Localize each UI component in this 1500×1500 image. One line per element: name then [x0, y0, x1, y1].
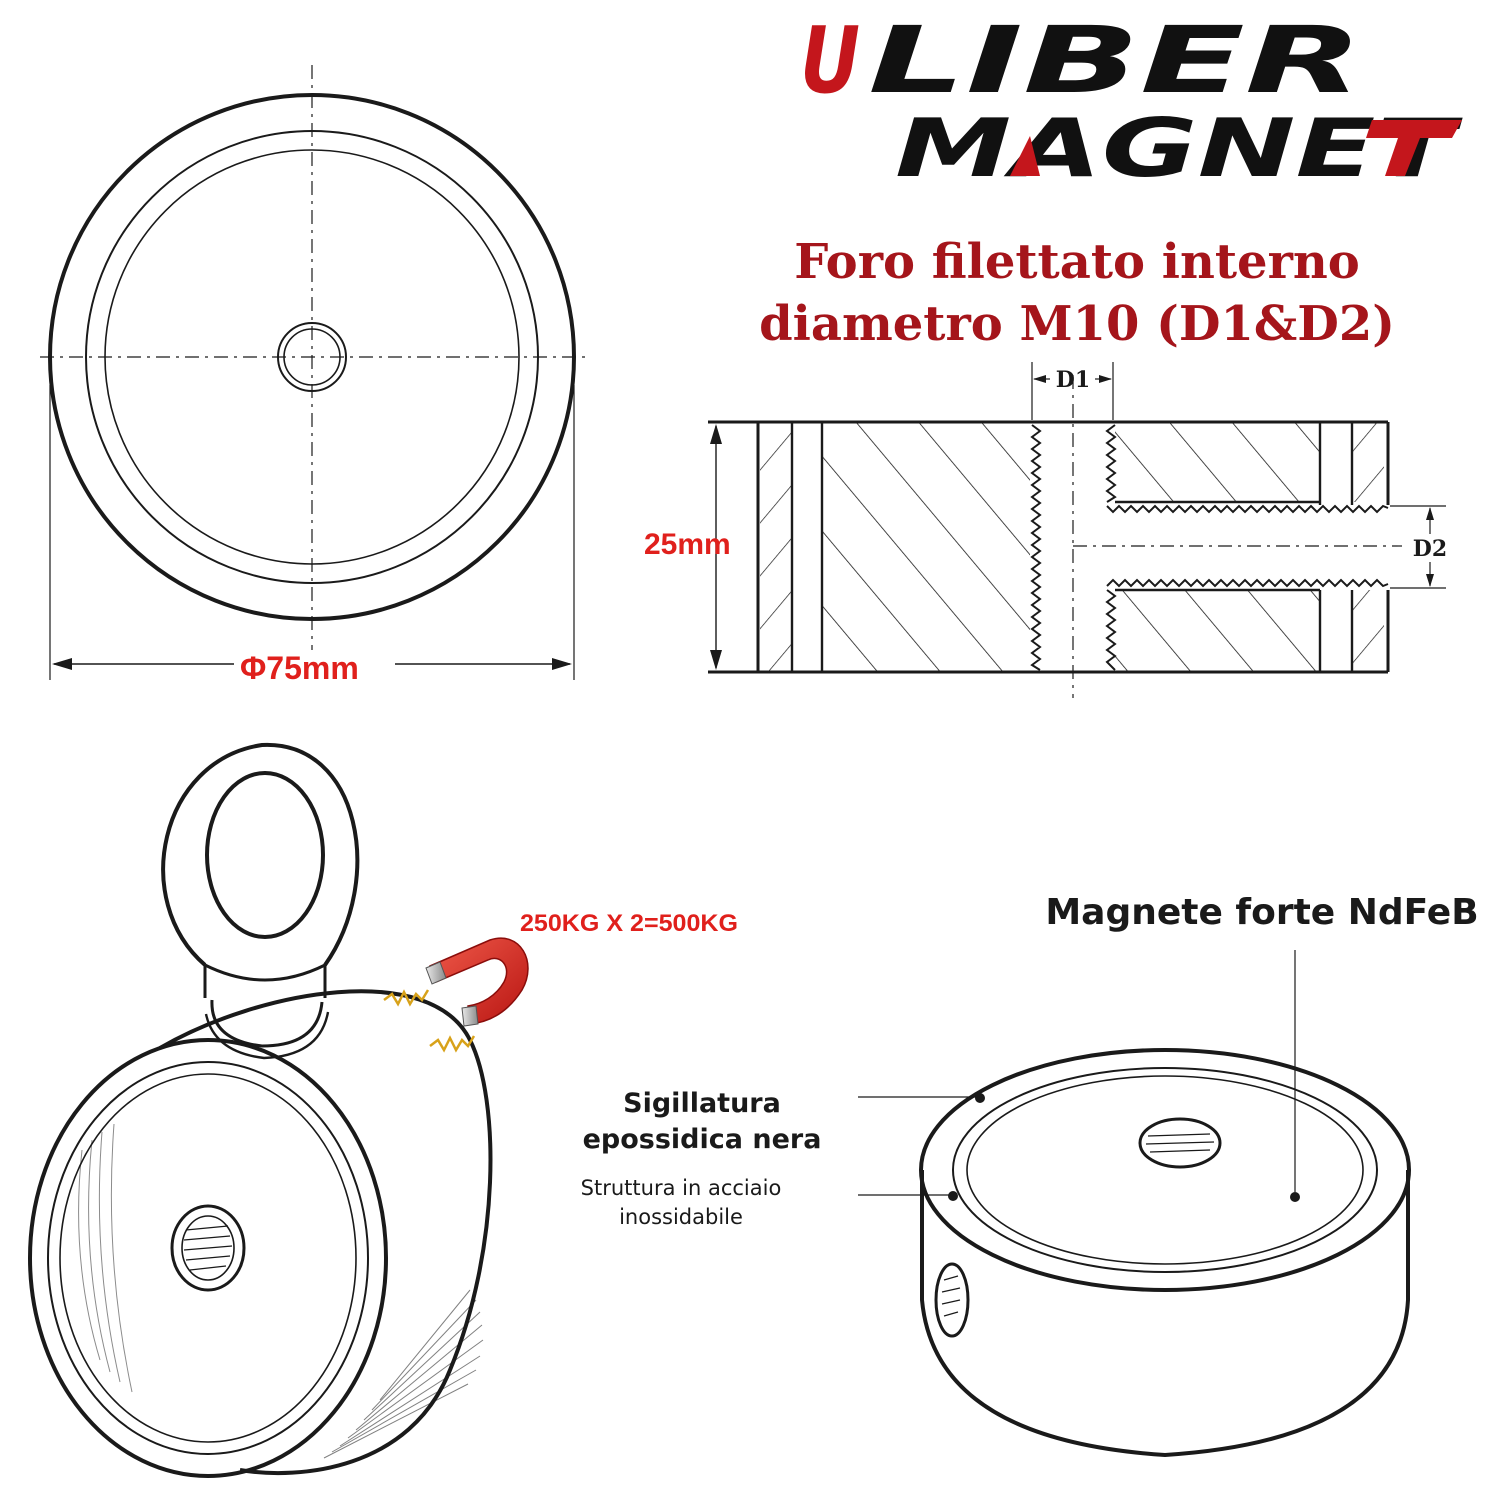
- eyebolt-collar-base: [204, 1011, 330, 1060]
- outer-shell-left: [760, 422, 792, 672]
- magnet-body-left: [822, 422, 1030, 672]
- magnetic-spark-top: [383, 989, 430, 1007]
- thread-d1-right-top: [1105, 424, 1117, 503]
- d1-label: D1: [1056, 367, 1090, 393]
- magnetic-spark-bottom: [429, 1035, 476, 1053]
- pot-top-ring: [952, 1067, 1378, 1273]
- d1-arrow-right: [1099, 375, 1112, 383]
- top-view-drawing: [40, 65, 590, 680]
- pot-top-outer: [919, 1048, 1411, 1292]
- eyebolt-magnet-illustration: [28, 742, 493, 1478]
- logo-red-a-accent: [1010, 136, 1040, 176]
- pot-magnet-illustration: [858, 950, 1411, 1458]
- eyebolt-collar: [210, 999, 324, 1048]
- section-view-drawing: [708, 362, 1446, 698]
- callout-epoxy-line2: epossidica nera: [583, 1124, 822, 1155]
- leader-dot-epoxy: [975, 1093, 985, 1103]
- pot-top-inner: [966, 1075, 1364, 1265]
- d2-label: D2: [1413, 536, 1447, 562]
- magnet-body-right-top: [1115, 422, 1320, 502]
- magnet-face-outer: [28, 1038, 388, 1478]
- outer-shell-right-top: [1352, 422, 1384, 502]
- cylinder-side-outline: [158, 989, 493, 1476]
- height-label: 25mm: [644, 528, 731, 561]
- brand-logo: U LIBER MAGNET: [800, 7, 1463, 195]
- thread-d2-top: [1106, 504, 1389, 514]
- eyebolt-ring-inner: [205, 771, 325, 939]
- thread-d1-left: [1030, 424, 1042, 671]
- pot-side-hole-threads: [941, 1275, 961, 1317]
- callout-steel-line1: Struttura in acciaio: [581, 1176, 782, 1200]
- callout-steel-line2: inossidabile: [619, 1205, 743, 1229]
- eyebolt-ring-outer: [161, 742, 360, 967]
- logo-line1: LIBER: [868, 7, 1363, 114]
- face-threaded-hole-inner: [181, 1215, 235, 1281]
- outer-shell-right-bottom: [1352, 590, 1384, 672]
- eyebolt-ring-bottom: [204, 963, 326, 982]
- magnet-body-right-bottom: [1115, 590, 1320, 672]
- eyebolt-shank: [203, 965, 327, 998]
- cylinder-shading: [323, 1289, 484, 1459]
- callout-epoxy-line1: Sigillatura: [623, 1088, 781, 1119]
- capacity-label: 250KG X 2=500KG: [520, 910, 738, 937]
- leader-dot-magnet: [1290, 1192, 1300, 1202]
- face-hole-threads: [183, 1225, 233, 1271]
- horseshoe-tip-bottom: [461, 1005, 479, 1027]
- pot-threaded-hole: [1138, 1117, 1222, 1169]
- heading-line2: diametro M10 (D1&D2): [759, 296, 1395, 352]
- callout-magnet-label: Magnete forte NdFeB: [1045, 892, 1478, 933]
- thread-d2-bottom: [1106, 578, 1389, 588]
- leader-dot-steel: [948, 1191, 958, 1201]
- face-hatching: [78, 1123, 133, 1393]
- face-threaded-hole: [170, 1204, 246, 1292]
- magnet-face-ring: [47, 1061, 369, 1455]
- logo-line2: MAGNET: [895, 102, 1463, 195]
- pot-side-outline: [920, 1170, 1410, 1458]
- heading-line1: Foro filettato interno: [794, 234, 1360, 290]
- logo-red-t-accent: [1366, 120, 1462, 176]
- dimension-arrow-right: [552, 658, 572, 670]
- horseshoe-magnet-icon: [383, 937, 529, 1053]
- magnet-face-inner: [59, 1073, 357, 1443]
- thread-d1-right-bottom: [1105, 589, 1117, 671]
- height-arrow-bottom: [710, 650, 722, 670]
- height-arrow-top: [710, 424, 722, 444]
- diameter-label-symbol: Φ75mm: [240, 650, 359, 686]
- pot-hole-threads: [1145, 1133, 1215, 1153]
- d1-arrow-left: [1033, 375, 1046, 383]
- horseshoe-tip-top: [425, 961, 447, 985]
- dimension-arrow-left: [52, 658, 72, 670]
- d2-arrow-bottom: [1426, 574, 1434, 587]
- d2-arrow-top: [1426, 507, 1434, 520]
- logo-u-letter: U: [800, 7, 860, 114]
- pot-side-hole: [934, 1262, 970, 1338]
